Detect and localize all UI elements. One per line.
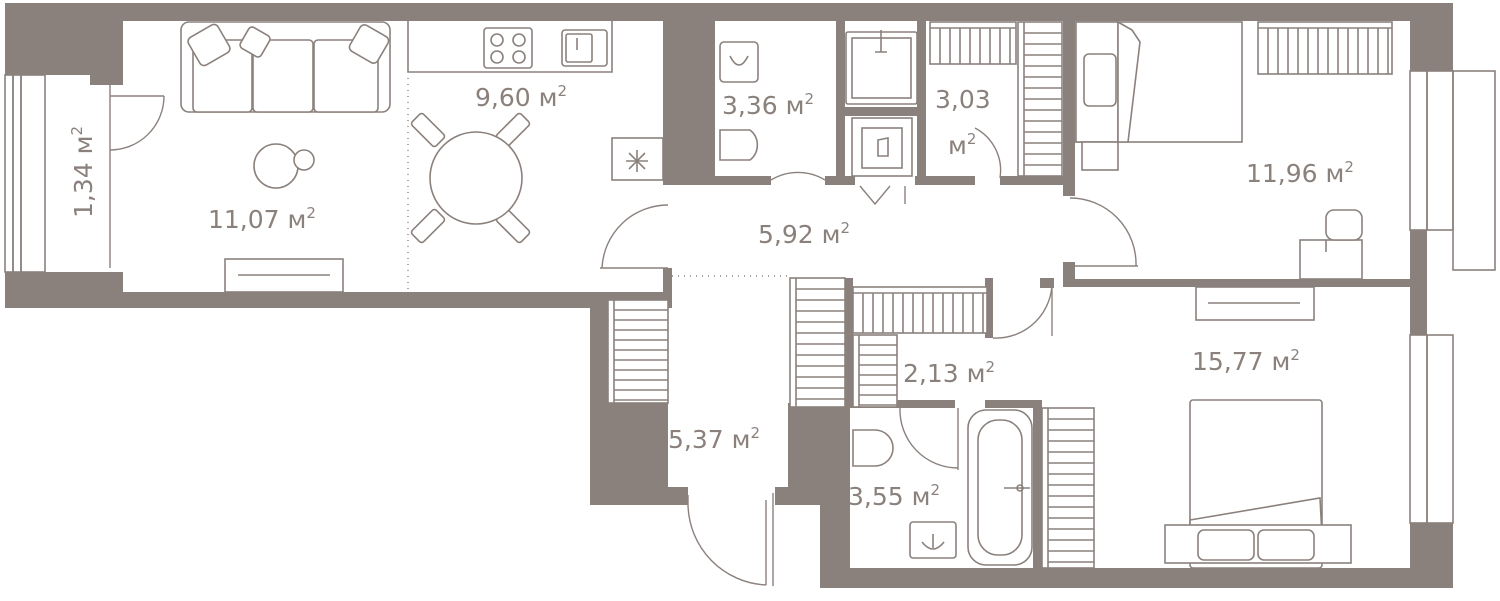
room-area-storage: 2,13 м2 xyxy=(903,358,995,388)
room-area-hall: 5,92 м2 xyxy=(758,219,850,249)
windows xyxy=(4,70,1496,524)
fridge-icon xyxy=(626,150,648,172)
shower-icon xyxy=(845,30,918,105)
tv-stand-icon xyxy=(1195,286,1315,321)
walls xyxy=(5,3,1453,588)
room-area-living: 11,07 м2 xyxy=(208,204,316,234)
toilet-icon xyxy=(852,429,894,467)
sink-icon xyxy=(561,29,608,67)
sofa-icon xyxy=(180,21,391,113)
room-area-balcony: 1,34 м2 xyxy=(68,126,98,218)
bed-icon xyxy=(1164,399,1352,569)
bathtub-icon xyxy=(967,409,1033,566)
dining-table-icon xyxy=(410,112,531,244)
boiler-icon xyxy=(851,117,913,177)
room-area-kitchen: 9,60 м2 xyxy=(475,82,567,112)
room-area-entrance: 5,37 м2 xyxy=(668,424,760,454)
coffee-table-icon xyxy=(253,143,315,189)
wardrobe-hatching xyxy=(613,22,1392,568)
room-area-toilet: 3,36 м2 xyxy=(722,90,814,120)
toilet-icon xyxy=(719,41,759,161)
bed-icon xyxy=(1075,20,1243,171)
room-area-bedroom-master: 15,77 м2 xyxy=(1192,346,1300,376)
balcony-door-icon xyxy=(109,85,165,268)
sink-icon xyxy=(909,521,957,559)
room-area-bedroom-small: 11,96 м2 xyxy=(1246,158,1354,188)
door-swing-icon xyxy=(600,127,1138,586)
desk-icon xyxy=(1299,209,1363,280)
tv-stand-icon xyxy=(224,258,344,293)
room-area-bathroom: 3,55 м2 xyxy=(848,481,940,511)
cooktop-icon xyxy=(483,27,533,69)
